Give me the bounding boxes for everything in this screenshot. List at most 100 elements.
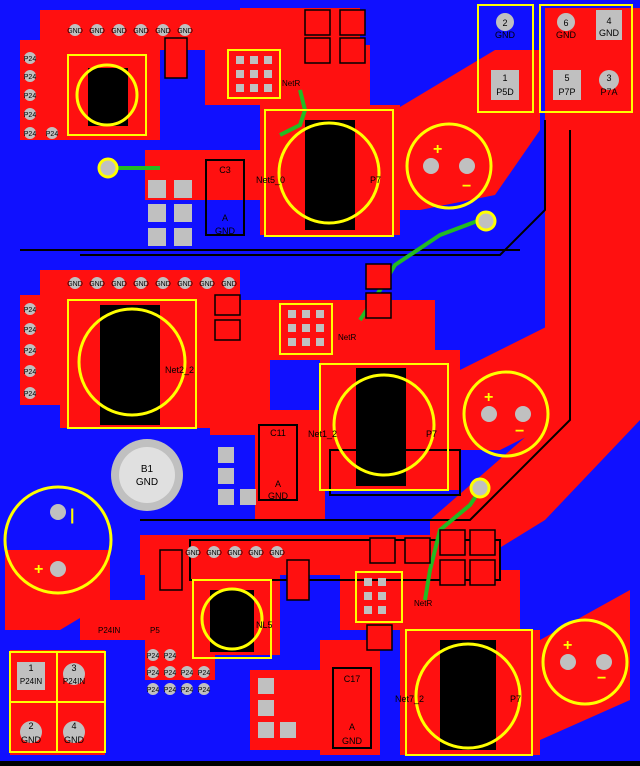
pour-right-edge <box>600 8 640 408</box>
pin-pad <box>250 546 262 558</box>
gnd-pin-label: GND <box>155 28 171 35</box>
pin-net: GND <box>495 30 516 40</box>
svg-text:2: 2 <box>28 721 33 731</box>
svg-text:Net5_0: Net5_0 <box>256 175 285 185</box>
pin-pad <box>223 277 235 289</box>
svg-text:1: 1 <box>28 663 33 673</box>
pin-pad <box>164 683 176 695</box>
svg-text:GND: GND <box>136 477 158 488</box>
diode-d2: C11 A GND <box>258 424 298 501</box>
pin-pad <box>147 683 159 695</box>
gnd-pin-label: GND <box>269 550 285 557</box>
pin-pad <box>229 546 241 558</box>
capacitor-c1 <box>405 122 493 210</box>
pin-pad <box>135 24 147 36</box>
pour-diode2 <box>255 410 325 520</box>
inductor-l5: Net7_2 P7 <box>395 629 533 756</box>
svg-text:P7A: P7A <box>600 87 617 97</box>
pin-pad <box>24 70 36 82</box>
pad-grid-1 <box>148 180 192 246</box>
svg-text:3: 3 <box>606 73 611 83</box>
pour-p24in <box>80 600 160 640</box>
gnd-pin-label: GND <box>111 281 127 288</box>
svg-text:P7: P7 <box>426 429 437 439</box>
diode-d1: C3 A GND <box>205 159 245 236</box>
smd-resistors <box>159 9 496 651</box>
svg-text:−: − <box>597 670 606 687</box>
inductor-l4: NL5 <box>192 579 273 659</box>
p24-pin-label: P24 <box>164 670 177 677</box>
svg-text:Net1_2: Net1_2 <box>308 429 337 439</box>
pin-pad <box>24 127 36 139</box>
svg-text:C3: C3 <box>219 165 231 175</box>
pin-pad <box>179 277 191 289</box>
svg-text:−: − <box>515 423 524 440</box>
p24-pin-label: P24 <box>24 369 37 376</box>
pin-pad <box>24 108 36 120</box>
svg-text:+: + <box>34 561 43 578</box>
gnd-pin-label: GND <box>111 28 127 35</box>
pin-pad <box>187 546 199 558</box>
svg-text:6: 6 <box>563 18 568 28</box>
pin-pad <box>24 89 36 101</box>
svg-text:NL5: NL5 <box>256 620 273 630</box>
svg-text:5: 5 <box>564 73 569 83</box>
test-points <box>97 157 497 499</box>
pin-pad <box>24 344 36 356</box>
svg-text:GND: GND <box>342 736 363 746</box>
pin-pad <box>69 277 81 289</box>
ic-u3 <box>355 571 403 623</box>
pin-pad <box>69 24 81 36</box>
diode-d3: C17 A GND <box>332 667 372 749</box>
capacitor-c2 <box>462 370 550 458</box>
smd-label: P5 <box>150 626 160 635</box>
svg-text:P24IN: P24IN <box>63 677 85 686</box>
p24-pin-label: P24 <box>24 131 37 138</box>
connector-bottom-left: 1 P24IN 3 P24IN 2 GND 4 GND <box>9 651 106 753</box>
inductor-l2: Net2_2 <box>67 299 197 429</box>
gnd-pin-label: GND <box>89 28 105 35</box>
svg-text:+: + <box>563 637 572 654</box>
pin-number: 2 <box>502 18 507 28</box>
p24-pin-label: P24 <box>24 391 37 398</box>
svg-text:GND: GND <box>21 735 42 745</box>
pin-pad <box>24 387 36 399</box>
pin-pad <box>24 365 36 377</box>
gnd-pin-label: GND <box>221 281 237 288</box>
p24-pin-label: P24 <box>24 93 37 100</box>
gnd-pin-label: GND <box>199 281 215 288</box>
p24-pin-label: P24 <box>181 670 194 677</box>
pin-pad <box>181 666 193 678</box>
svg-text:A: A <box>275 479 281 489</box>
p24-pin-label: P24 <box>164 653 177 660</box>
pin-pad <box>164 649 176 661</box>
gnd-pin-label: GND <box>133 28 149 35</box>
p24-pin-label: P24 <box>24 74 37 81</box>
svg-text:C11: C11 <box>270 428 286 438</box>
gnd-pin-label: GND <box>155 281 171 288</box>
svg-text:C17: C17 <box>344 674 361 684</box>
pin-pad <box>24 323 36 335</box>
p24-pin-label: P24 <box>147 670 160 677</box>
gnd-pin-label: GND <box>133 281 149 288</box>
svg-text:P7P: P7P <box>558 87 575 97</box>
capacitor-c4 <box>3 485 113 595</box>
pin-pad <box>164 666 176 678</box>
ic-u2 <box>279 303 333 355</box>
pour-right-rail <box>430 8 640 560</box>
gnd-pin-label: GND <box>67 281 83 288</box>
svg-text:GND: GND <box>268 491 289 501</box>
gnd-pin-label: GND <box>185 550 201 557</box>
svg-text:GND: GND <box>215 226 236 236</box>
svg-text:A: A <box>349 722 355 732</box>
connector-top-right-a: 2 GND 1 P5D <box>477 4 534 113</box>
svg-text:P24IN: P24IN <box>20 677 42 686</box>
svg-text:P7: P7 <box>510 694 521 704</box>
pin-pad <box>179 24 191 36</box>
svg-text:3: 3 <box>71 663 76 673</box>
